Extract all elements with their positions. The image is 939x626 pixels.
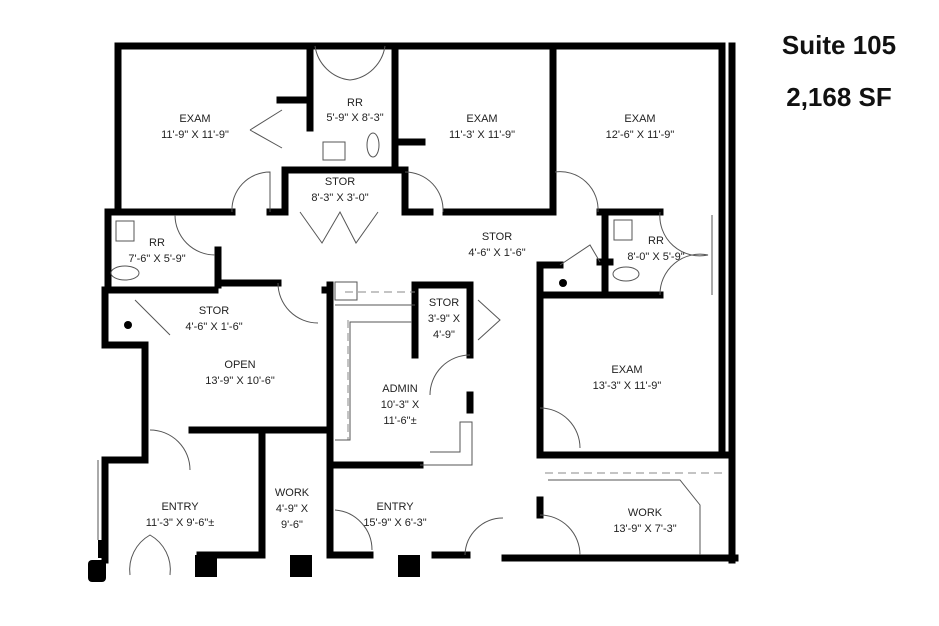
room-entry-2-dims: 15'-9" X 6'-3" <box>363 517 426 529</box>
walls <box>88 42 739 582</box>
room-exam-1-name: EXAM <box>179 113 210 125</box>
room-rr-2-dims: 7'-6" X 5'-9" <box>128 253 185 265</box>
room-stor-4-dims-1: 3'-9" X <box>428 313 461 325</box>
room-exam-2-dims: 11'-3' X 11'-9" <box>449 129 515 141</box>
room-stor-3-dims: 4'-6" X 1'-6" <box>185 321 242 333</box>
room-entry-1-name: ENTRY <box>161 501 199 513</box>
room-entry-2-name: ENTRY <box>376 501 414 513</box>
room-stor-4-name: STOR <box>429 297 459 309</box>
suite-name: Suite 105 <box>781 30 897 60</box>
room-exam-4-dims: 13'-3" X 11'-9" <box>593 380 662 392</box>
suite-area: 2,168 SF <box>786 82 892 112</box>
room-stor-3-name: STOR <box>199 305 229 317</box>
room-work-1-name: WORK <box>275 487 310 499</box>
room-admin-dims-2: 11'-6"± <box>383 415 416 427</box>
room-rr-3-dims: 8'-0" X 5'-9" <box>627 251 684 263</box>
room-entry-1-dims: 11'-3" X 9'-6"± <box>146 517 215 529</box>
room-exam-2-name: EXAM <box>466 113 497 125</box>
room-rr-1-dims: 5'-9" X 8'-3" <box>326 112 383 124</box>
room-open-name: OPEN <box>224 359 255 371</box>
doors <box>124 45 709 576</box>
room-stor-1-name: STOR <box>325 176 355 188</box>
room-rr-1-name: RR <box>347 97 363 109</box>
room-stor-4-dims-2: 4'-9" <box>433 329 455 341</box>
room-stor-1-dims: 8'-3" X 3'-0" <box>311 192 368 204</box>
room-labels: EXAM 11'-9" X 11'-9" RR 5'-9" X 8'-3" EX… <box>128 97 684 535</box>
room-admin-dims-1: 10'-3" X <box>381 399 420 411</box>
room-exam-4-name: EXAM <box>611 364 642 376</box>
room-work-2-name: WORK <box>628 507 663 519</box>
room-stor-2-name: STOR <box>482 231 512 243</box>
room-exam-3-name: EXAM <box>624 113 655 125</box>
room-work-2-dims: 13'-9" X 7'-3" <box>613 523 676 535</box>
room-rr-2-name: RR <box>149 237 165 249</box>
room-exam-3-dims: 12'-6" X 11'-9" <box>606 129 675 141</box>
fixtures <box>97 132 725 555</box>
room-admin-name: ADMIN <box>382 383 418 395</box>
room-work-1-dims-1: 4'-9" X <box>276 503 309 515</box>
room-open-dims: 13'-9" X 10'-6" <box>205 375 275 387</box>
room-work-1-dims-2: 9'-6" <box>281 519 303 531</box>
room-stor-2-dims: 4'-6" X 1'-6" <box>468 247 525 259</box>
room-exam-1-dims: 11'-9" X 11'-9" <box>161 129 229 141</box>
room-rr-3-name: RR <box>648 235 664 247</box>
